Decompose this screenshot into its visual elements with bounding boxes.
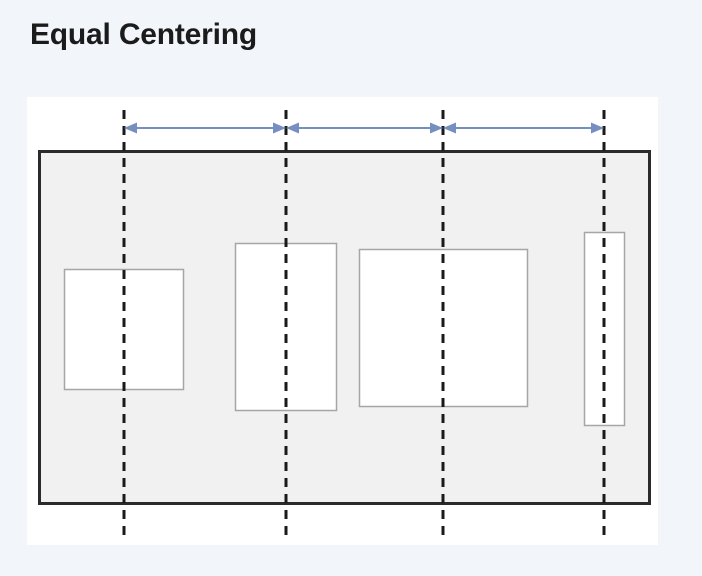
dimension-arrow-1-head-right [273,122,286,134]
arrows-layer [124,122,604,134]
dimension-arrow-1-head-left [124,122,137,134]
dimension-arrow-2[interactable] [286,122,443,134]
dimension-arrow-2-head-right [430,122,443,134]
dimension-arrow-2-head-left [286,122,299,134]
dimension-arrow-3-head-left [443,122,456,134]
dimension-arrow-3-head-right [591,122,604,134]
page-title: Equal Centering [30,18,258,51]
centerlines-layer [122,110,606,535]
dimension-arrow-3[interactable] [443,122,604,134]
dimension-arrow-1[interactable] [124,122,286,134]
rectangle-4[interactable] [583,231,626,427]
